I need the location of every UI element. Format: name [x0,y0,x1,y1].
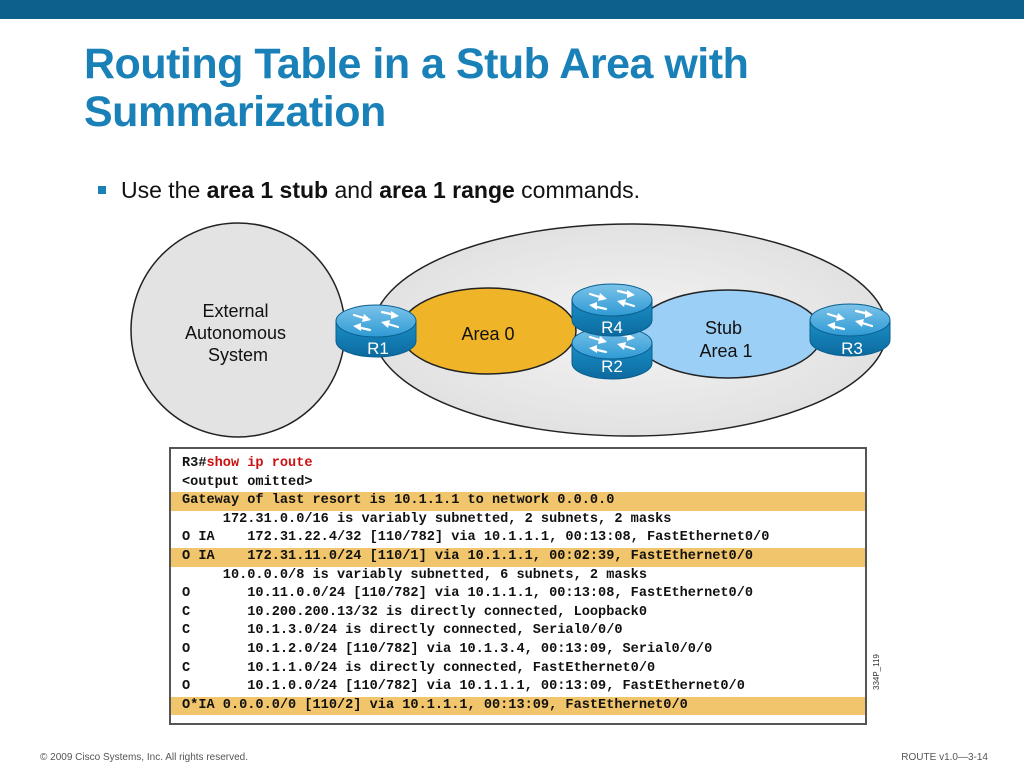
bullet-text-post: commands. [514,177,641,203]
copyright-footer: © 2009 Cisco Systems, Inc. All rights re… [40,752,249,763]
top-banner [0,0,1024,19]
router-r1: R1 [334,303,418,359]
router-r4-label: R4 [601,318,623,337]
cli-line: O 10.1.2.0/24 [110/782] via 10.1.3.4, 00… [182,641,713,657]
cli-line: O IA 172.31.22.4/32 [110/782] via 10.1.1… [182,530,770,546]
cli-line: O 10.1.0.0/24 [110/782] via 10.1.1.1, 00… [182,679,745,695]
cli-line: 10.0.0.0/8 is variably subnetted, 6 subn… [182,567,647,583]
cli-line-highlighted: O*IA 0.0.0.0/0 [110/2] via 10.1.1.1, 00:… [171,696,865,716]
bullet-text-bold-range: area 1 range [379,177,515,203]
cli-prompt: R3# [182,456,207,471]
router-r2: R2 [570,325,654,381]
router-r3-label: R3 [841,339,863,358]
bullet-text-bold-stub: area 1 stub [206,177,329,203]
cli-line: 172.31.0.0/16 is variably subnetted, 2 s… [182,511,672,527]
cli-output-box: R3#show ip route <output omitted> Gatewa… [169,447,867,725]
bullet-text-pre: Use the [121,177,207,203]
cli-line: C 10.200.200.13/32 is directly connected… [182,604,647,620]
stub-area1-label: Stub Area 1 [699,318,752,361]
slide-title-line2: Summarization [84,88,386,136]
square-bullet-icon [98,186,106,194]
slide-title: Routing Table in a Stub Area with Summar… [84,40,964,136]
cli-line-highlighted: Gateway of last resort is 10.1.1.1 to ne… [171,492,865,511]
router-r4: R4 [570,282,654,338]
cli-line: <output omitted> [182,474,313,490]
cli-command: show ip route [206,456,313,471]
cli-line-highlighted: O IA 172.31.11.0/24 [110/1] via 10.1.1.1… [171,547,865,567]
bullet-text-mid: and [328,177,380,203]
slide-number-footer: ROUTE v1.0—3-14 [901,752,988,763]
external-as-label: External Autonomous System [185,301,291,365]
cli-line: O 10.11.0.0/24 [110/782] via 10.1.1.1, 0… [182,586,754,602]
slide-title-line1: Routing Table in a Stub Area with [84,40,749,88]
router-r2-label: R2 [601,357,623,376]
cli-command-line: R3#show ip route [171,455,865,474]
bullet-item: Use the area 1 stub and area 1 range com… [98,177,640,207]
network-diagram: External Autonomous System Area 0 Stub A… [130,222,892,438]
router-r1-label: R1 [367,339,389,358]
area0-label: Area 0 [461,324,514,344]
cli-line: C 10.1.3.0/24 is directly connected, Ser… [182,623,623,639]
router-r3: R3 [808,302,892,358]
cli-line: C 10.1.1.0/24 is directly connected, Fas… [182,660,656,676]
figure-id-label: 334P_119 [872,654,881,690]
